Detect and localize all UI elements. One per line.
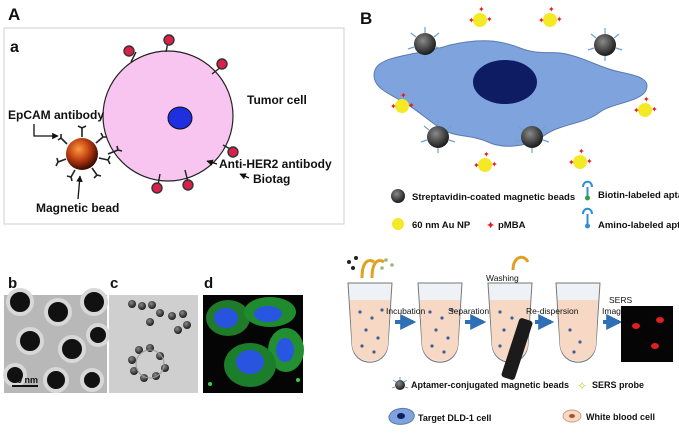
panel-a-sub-a: a Tumor cell EpCAM antibody bbox=[3, 27, 345, 225]
magnetic-bead bbox=[66, 138, 98, 170]
step-incubation: Incubation bbox=[386, 306, 425, 316]
svg-text:✦: ✦ bbox=[408, 101, 415, 110]
svg-text:✦: ✦ bbox=[468, 16, 475, 25]
svg-text:✦: ✦ bbox=[538, 16, 545, 25]
pmba-label: pMBA bbox=[498, 220, 526, 231]
apt-beads-label: Aptamer-conjugated magnetic beads bbox=[411, 380, 569, 390]
apt-bead-icon bbox=[391, 377, 409, 390]
target-cell-label: Target DLD-1 cell bbox=[418, 413, 491, 423]
panel-b-tem: b 50 nm bbox=[3, 275, 110, 393]
svg-text:✦: ✦ bbox=[390, 102, 397, 111]
pmba-icon: ✦ bbox=[486, 220, 495, 232]
au-np-icon bbox=[392, 218, 404, 230]
target-cell-icon bbox=[388, 407, 415, 425]
svg-text:✦: ✦ bbox=[568, 158, 575, 167]
cell-sers-probes: ✦✦✦ ✦✦✦ ✦✦✦ ✦✦✦ ✦✦✦ ✦✦✦ bbox=[390, 5, 658, 172]
svg-text:✦: ✦ bbox=[586, 157, 593, 166]
biotin-aptamer-icon bbox=[582, 180, 593, 201]
tumor-cell-label: Tumor cell bbox=[247, 93, 307, 107]
strep-beads-label: Streptavidin-coated magnetic beads bbox=[412, 192, 575, 203]
bead-antibodies bbox=[55, 125, 123, 182]
reagent-drops bbox=[347, 256, 394, 279]
svg-text:✦: ✦ bbox=[556, 15, 563, 24]
svg-text:✦: ✦ bbox=[491, 160, 498, 169]
step-sers: SERS bbox=[609, 295, 632, 305]
epcam-label: EpCAM antibody bbox=[8, 108, 104, 122]
svg-text:✦: ✦ bbox=[478, 5, 485, 14]
cell-magnetic-beads bbox=[407, 27, 623, 153]
wbc-icon bbox=[562, 409, 582, 423]
sub-c-label: c bbox=[110, 275, 118, 292]
panel-c-tem: c bbox=[109, 275, 198, 393]
svg-text:✦: ✦ bbox=[400, 91, 407, 100]
anti-her2-arrow bbox=[206, 159, 218, 166]
amino-aptamer-label: Amino-labeled aptamer bbox=[598, 220, 679, 231]
tube-1 bbox=[347, 282, 393, 363]
epcam-arrow bbox=[33, 124, 59, 140]
step-imaging: Imaging bbox=[602, 306, 633, 316]
step-separation: Separation bbox=[448, 306, 489, 316]
biotin-aptamer-label: Biotin-labeled aptamer bbox=[598, 190, 679, 201]
panel-d-fluorescence: d bbox=[203, 275, 304, 393]
strep-bead-icon bbox=[391, 189, 405, 203]
scale-bar-label: 50 nm bbox=[12, 375, 38, 385]
svg-text:✦: ✦ bbox=[651, 105, 658, 114]
svg-text:✦: ✦ bbox=[633, 106, 640, 115]
anti-her2-label: Anti-HER2 antibody bbox=[219, 157, 332, 171]
step-redispersion: Re-dispersion bbox=[526, 306, 579, 316]
sers-image bbox=[621, 306, 673, 362]
step-washing: Washing bbox=[486, 273, 519, 283]
biotag-arrow bbox=[239, 173, 250, 180]
magnetic-bead-label: Magnetic bead bbox=[36, 201, 119, 215]
sub-d-label: d bbox=[204, 275, 213, 292]
biotag-antibodies bbox=[123, 34, 239, 194]
svg-text:✦: ✦ bbox=[486, 15, 493, 24]
amino-aptamer-icon bbox=[582, 207, 593, 229]
sub-a-label: a bbox=[10, 39, 19, 56]
svg-text:✦: ✦ bbox=[578, 147, 585, 156]
panel-b-letter: B bbox=[360, 9, 372, 28]
tumor-nucleus bbox=[167, 106, 193, 130]
svg-text:✦: ✦ bbox=[473, 161, 480, 170]
au-np-label: 60 nm Au NP bbox=[412, 220, 471, 231]
sers-probe-label: SERS probe bbox=[592, 380, 644, 390]
tube-cell-dots bbox=[358, 308, 582, 354]
svg-text:✦: ✦ bbox=[548, 5, 555, 14]
tube-2 bbox=[417, 282, 463, 363]
magnetic-bead-arrow bbox=[76, 175, 83, 200]
panel-a-letter: A bbox=[8, 5, 20, 24]
dld1-nucleus bbox=[473, 60, 537, 104]
wbc-label: White blood cell bbox=[586, 412, 655, 422]
sers-probe-icon: ✧ bbox=[577, 379, 587, 393]
svg-text:✦: ✦ bbox=[643, 95, 650, 104]
sub-b-label: b bbox=[8, 275, 17, 292]
biotag-label: Biotag bbox=[253, 172, 290, 186]
tube-4 bbox=[555, 282, 601, 363]
svg-text:✦: ✦ bbox=[483, 150, 490, 159]
magnet bbox=[501, 318, 533, 380]
